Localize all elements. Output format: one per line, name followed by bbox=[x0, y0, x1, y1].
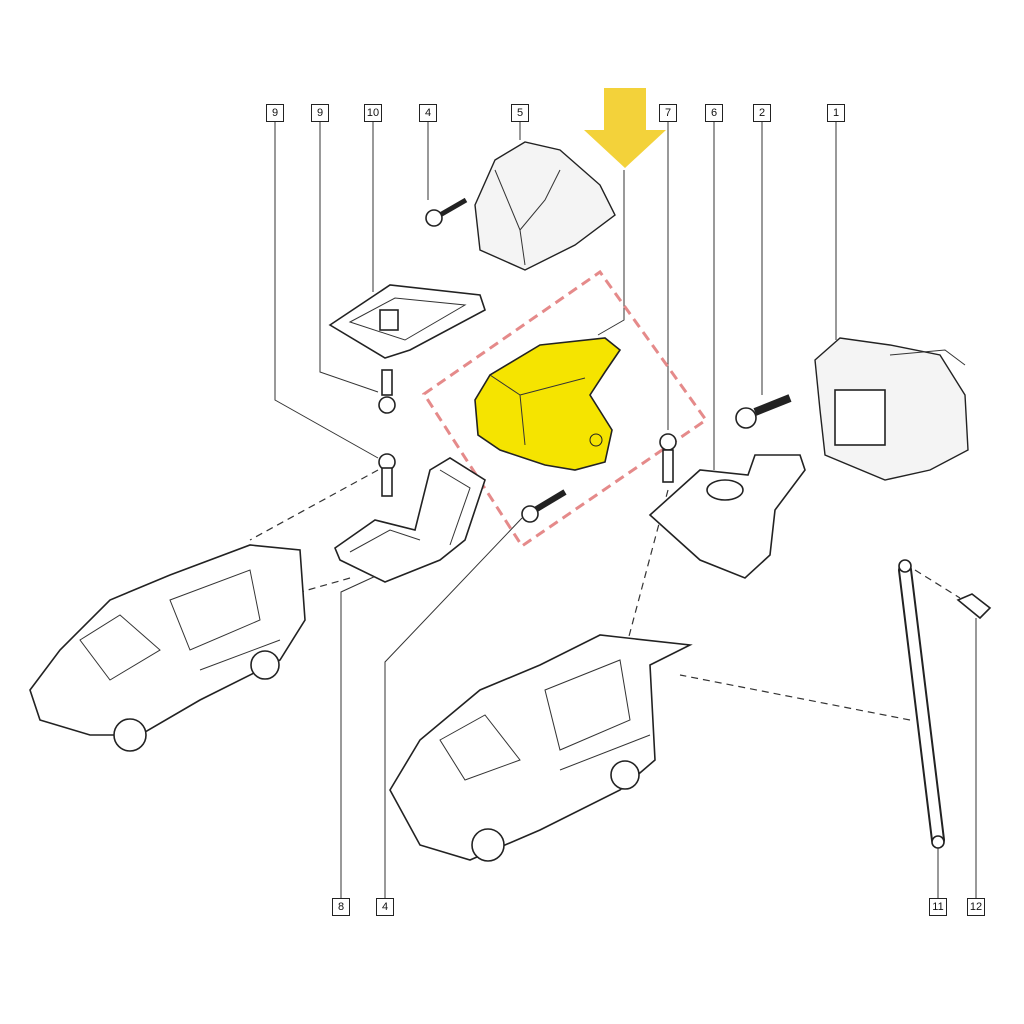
callout-6: 6 bbox=[705, 104, 723, 122]
vehicle-side-door-view bbox=[29, 544, 306, 752]
callout-4-bottom: 4 bbox=[376, 898, 394, 916]
highlighted-part-bracket bbox=[474, 337, 622, 471]
part-11-gas-strut bbox=[898, 559, 945, 849]
callout-9a: 9 bbox=[266, 104, 284, 122]
part-2-bolt bbox=[735, 394, 792, 429]
part-4-screw bbox=[425, 197, 468, 227]
callout-4-top: 4 bbox=[419, 104, 437, 122]
callout-9b: 9 bbox=[311, 104, 329, 122]
part-9-screws bbox=[378, 369, 396, 497]
part-8-bracket bbox=[334, 457, 486, 583]
callout-10: 10 bbox=[364, 104, 382, 122]
callout-2: 2 bbox=[753, 104, 771, 122]
callout-8: 8 bbox=[332, 898, 350, 916]
callout-1: 1 bbox=[827, 104, 845, 122]
callout-12: 12 bbox=[967, 898, 985, 916]
callout-5: 5 bbox=[511, 104, 529, 122]
screw-bottom bbox=[521, 489, 567, 523]
highlight-selection-box bbox=[421, 269, 709, 549]
callout-7: 7 bbox=[659, 104, 677, 122]
part-7-screw bbox=[659, 433, 677, 483]
part-10-plate bbox=[328, 284, 486, 359]
part-1-lock bbox=[814, 337, 969, 481]
vehicle-rear-hatch-view bbox=[389, 634, 693, 862]
indicator-arrow bbox=[584, 88, 666, 168]
part-6-striker bbox=[648, 454, 806, 579]
leader-lines bbox=[274, 122, 977, 898]
callout-11: 11 bbox=[929, 898, 947, 916]
part-12-ball-stud bbox=[956, 593, 992, 620]
part-5-latch bbox=[474, 141, 616, 271]
